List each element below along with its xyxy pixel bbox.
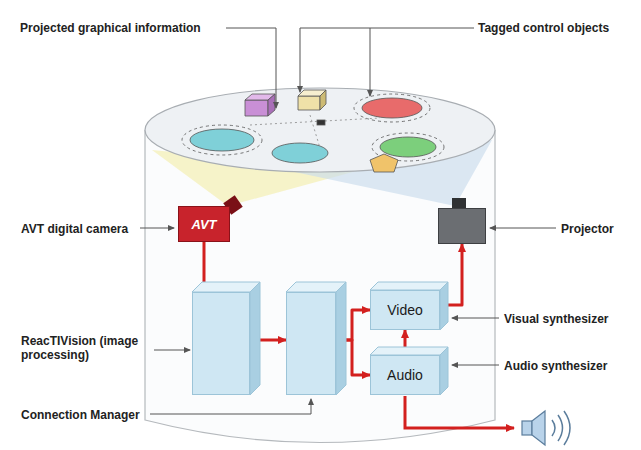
drawing-ellipse [182,125,262,155]
drawing-path [370,28,371,96]
drawing-path [552,420,555,436]
box-face [192,282,260,292]
drawing-g [182,90,444,172]
drawing-ellipse [362,98,422,118]
processing-block: Connection Manager [286,292,336,395]
box-text: Video [387,302,423,318]
drawing-path [140,228,174,229]
synth-block: AudioAudio synthesizer [370,355,440,395]
part-label: Audio synthesizer [504,359,607,373]
box-3d-face [192,282,262,397]
drawing-path [150,399,311,414]
drawing-polygon [370,154,398,172]
box-face [440,282,448,330]
part-label: Projector [561,222,614,236]
drawing-path [452,365,499,366]
drawing-path [300,28,474,92]
drawing-ellipse [380,137,436,157]
synth-block: VideoVisual synthesizer [370,290,440,330]
drawing-rect [522,421,532,435]
camera: AVTAVT digital camera [178,206,230,242]
drawing-line [250,118,380,125]
drawing-path [145,130,495,443]
box-text: AVT [191,217,216,232]
drawing-ellipse [145,88,495,172]
box-face [250,282,260,395]
drawing-path [490,228,556,229]
drawing-path [405,396,514,428]
projector: Projector [438,208,486,244]
drawing-rect [317,120,325,125]
box-face [336,282,346,395]
part-label: ReacTIVision (image processing) [21,334,153,363]
drawing-path [564,411,570,445]
part-label: Connection Manager [21,408,140,422]
drawing-path [226,28,276,108]
drawing-ellipse [272,143,328,163]
callout-label: Projected graphical information [20,21,201,35]
drawing-g [552,411,570,445]
drawing-polygon [320,90,326,110]
box-face [440,347,448,395]
drawing-path [558,415,563,441]
drawing-polygon [532,411,545,445]
box-text: Audio [387,367,423,383]
box-face [370,282,448,290]
drawing-polygon [245,100,268,116]
drawing-g [140,28,556,414]
drawing-path [154,350,190,351]
callout-label: Tagged control objects [478,21,609,35]
drawing-ellipse [190,129,254,151]
drawing-ellipse [354,94,430,122]
box-3d-face [286,282,348,397]
processing-block: ReacTIVision (image processing) [192,292,250,395]
drawing-g [522,411,545,445]
drawing-polygon [298,96,320,110]
box-face [370,347,448,355]
drawing-path [452,318,499,319]
part-label: Visual synthesizer [504,312,609,326]
drawing-polygon [268,94,275,116]
part-label: AVT digital camera [21,222,128,236]
